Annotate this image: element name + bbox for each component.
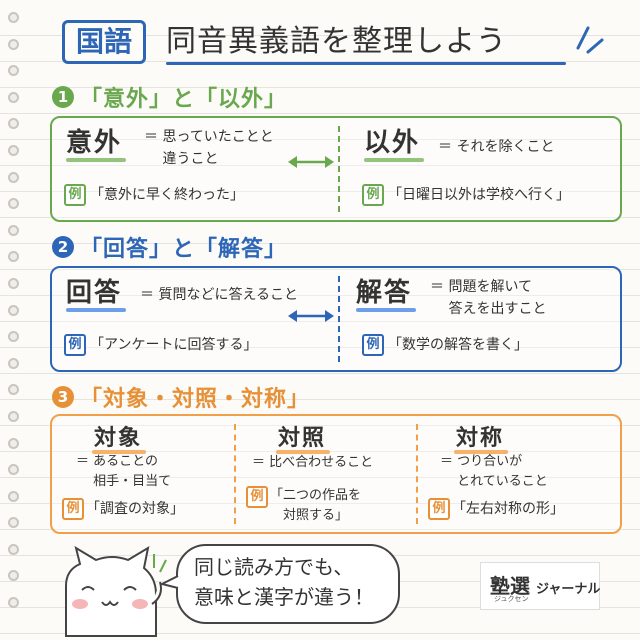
definition: ＝ 質問などに答えること	[140, 287, 299, 303]
example: 「数学の解答を書く」	[388, 337, 528, 353]
example-marker: 例	[64, 184, 86, 206]
cat-icon	[65, 546, 167, 637]
binder-ring-icon	[8, 304, 19, 316]
binder-ring-icon	[8, 277, 19, 289]
binder-ring-icon	[8, 331, 19, 343]
divider	[338, 126, 340, 212]
binder-ring-icon	[8, 91, 19, 103]
example: 「意外に早く終わった」	[90, 187, 244, 203]
divider	[338, 276, 340, 362]
example-marker: 例	[428, 498, 450, 520]
binder-ring-icon	[8, 357, 19, 369]
binder-ring-icon	[8, 65, 19, 77]
definition: ＝ 比べ合わせること	[252, 455, 374, 470]
double-arrow-icon	[288, 156, 334, 168]
brand-sub: ジャーナル	[536, 582, 601, 597]
definition: ＝ それを除くこと	[438, 139, 555, 155]
binder-ring-icon	[8, 570, 19, 582]
binder-ring-icon	[8, 490, 19, 502]
binder-ring-icon	[8, 118, 19, 130]
binder-ring-icon	[8, 384, 19, 396]
term-taishou: 対象	[94, 426, 143, 451]
section-3-heading: 3 「対象・対照・対称」	[52, 380, 310, 414]
section-3-box: 対象 ＝ あることの 相手・目当て 例 「調査の対象」 対照 ＝ 比べ合わせるこ…	[50, 414, 622, 534]
binder-ring-icon	[8, 464, 19, 476]
binder-ring-icon	[8, 198, 19, 210]
term-underline	[92, 450, 146, 454]
definition: ＝ つり合いが とれていること	[440, 454, 548, 489]
divider	[234, 424, 236, 524]
example: 「日曜日以外は学校へ行く」	[388, 187, 570, 203]
example-marker: 例	[64, 334, 86, 356]
term-underline	[276, 450, 330, 454]
example-marker: 例	[246, 486, 268, 508]
section-title: 「対象・対照・対称」	[80, 387, 311, 412]
section-number: 1	[52, 86, 74, 108]
binder-ring-icon	[8, 517, 19, 529]
definition: ＝ 問題を解いて 答えを出すこと	[430, 279, 547, 317]
term-underline	[66, 308, 126, 312]
section-title: 「回答」と「解答」	[80, 237, 288, 262]
brand-ruby: ジュクセン	[494, 595, 529, 603]
binder-ring-icon	[8, 437, 19, 449]
binder-ring-icon	[8, 144, 19, 156]
subject-badge: 国語	[62, 20, 146, 64]
example: 「調査の対象」	[86, 501, 184, 517]
term-underline	[364, 158, 424, 162]
binder-ring-icon	[8, 12, 19, 23]
section-number: 2	[52, 236, 74, 258]
brand-logo	[480, 562, 600, 610]
example: 「二つの作品を 対照する」	[270, 488, 362, 523]
sparkle-icon	[576, 26, 604, 54]
binder-ring-icon	[8, 38, 19, 50]
section-title: 「意外」と「以外」	[80, 87, 288, 112]
example-marker: 例	[62, 498, 84, 520]
section-number: 3	[52, 386, 74, 408]
example-marker: 例	[362, 184, 384, 206]
section-1-box: 意外 ＝ 思っていたことと 違うこと 例 「意外に早く終わった」 以外 ＝ それ…	[50, 116, 622, 222]
title-underline	[166, 62, 566, 65]
binder-ring-icon	[8, 597, 19, 609]
binder-ring-icon	[8, 171, 19, 183]
binder-rings	[8, 12, 24, 624]
bubble-tail	[160, 575, 179, 589]
header: 国語 同音異義語を整理しよう	[62, 12, 604, 68]
section-2-heading: 2 「回答」と「解答」	[52, 230, 287, 264]
brand-name: 塾選	[490, 574, 530, 598]
binder-ring-icon	[8, 543, 19, 555]
definition: ＝ 思っていたことと 違うこと	[144, 129, 274, 167]
divider	[416, 424, 418, 524]
term-underline	[356, 308, 416, 312]
term-taishou-3: 対称	[456, 426, 505, 451]
term-igai-2: 以外	[364, 128, 421, 158]
term-kaitou: 回答	[66, 278, 123, 308]
binder-ring-icon	[8, 224, 19, 236]
binder-ring-icon	[8, 251, 19, 263]
term-underline	[454, 450, 508, 454]
binder-ring-icon	[8, 410, 19, 422]
section-1-heading: 1 「意外」と「以外」	[52, 80, 287, 114]
double-arrow-icon	[288, 310, 334, 322]
section-2-box: 回答 ＝ 質問などに答えること 例 「アンケートに回答する」 解答 ＝ 問題を解…	[50, 266, 622, 372]
term-underline	[66, 158, 126, 162]
term-igai: 意外	[66, 128, 123, 158]
example: 「左右対称の形」	[452, 501, 564, 517]
term-kaitou-2: 解答	[356, 278, 413, 308]
page-title: 同音異義語を整理しよう	[166, 24, 507, 59]
speech-bubble	[176, 544, 400, 624]
example-marker: 例	[362, 334, 384, 356]
bubble-text: 同じ読み方でも、 意味と漢字が違う！	[194, 555, 374, 609]
definition: ＝ あることの 相手・目当て	[76, 454, 172, 489]
example: 「アンケートに回答する」	[90, 337, 258, 353]
term-taishou-2: 対照	[278, 426, 327, 451]
